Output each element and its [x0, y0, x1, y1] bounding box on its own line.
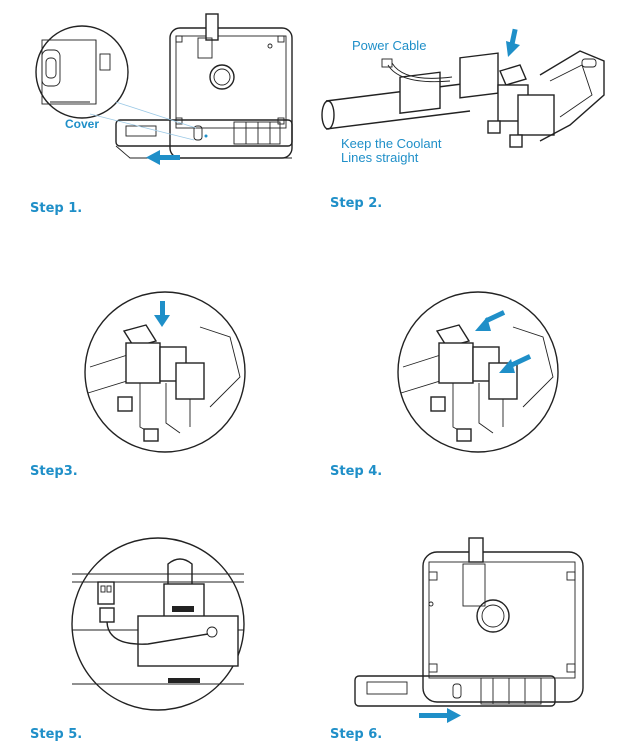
cover-label: Cover [65, 117, 100, 131]
step-6-title: Step 6. [330, 727, 383, 742]
step-6-illustration [354, 537, 584, 723]
step-3-title: Step3. [30, 464, 78, 479]
step-5-title: Step 5. [30, 727, 83, 742]
step-4-title: Step 4. [330, 464, 383, 479]
power-cable-label: Power Cable [352, 38, 427, 53]
arrow-left-icon [475, 310, 506, 331]
arrow-left-icon [146, 150, 180, 165]
step-2-illustration [321, 28, 605, 148]
arrow-down-icon [154, 301, 170, 327]
arrow-left-icon [499, 354, 532, 373]
step-4-illustration [397, 291, 559, 453]
coolant-note-line1: Keep the Coolant [341, 136, 442, 151]
step-2-title: Step 2. [330, 196, 383, 211]
step-1-illustration [35, 13, 293, 165]
step-1-title: Step 1. [30, 201, 83, 216]
step-3-illustration [84, 291, 246, 453]
arrow-right-icon [419, 708, 461, 723]
coolant-note-line2: Lines straight [341, 150, 419, 165]
step-5-illustration [71, 537, 245, 711]
arrow-down-icon [506, 28, 520, 57]
